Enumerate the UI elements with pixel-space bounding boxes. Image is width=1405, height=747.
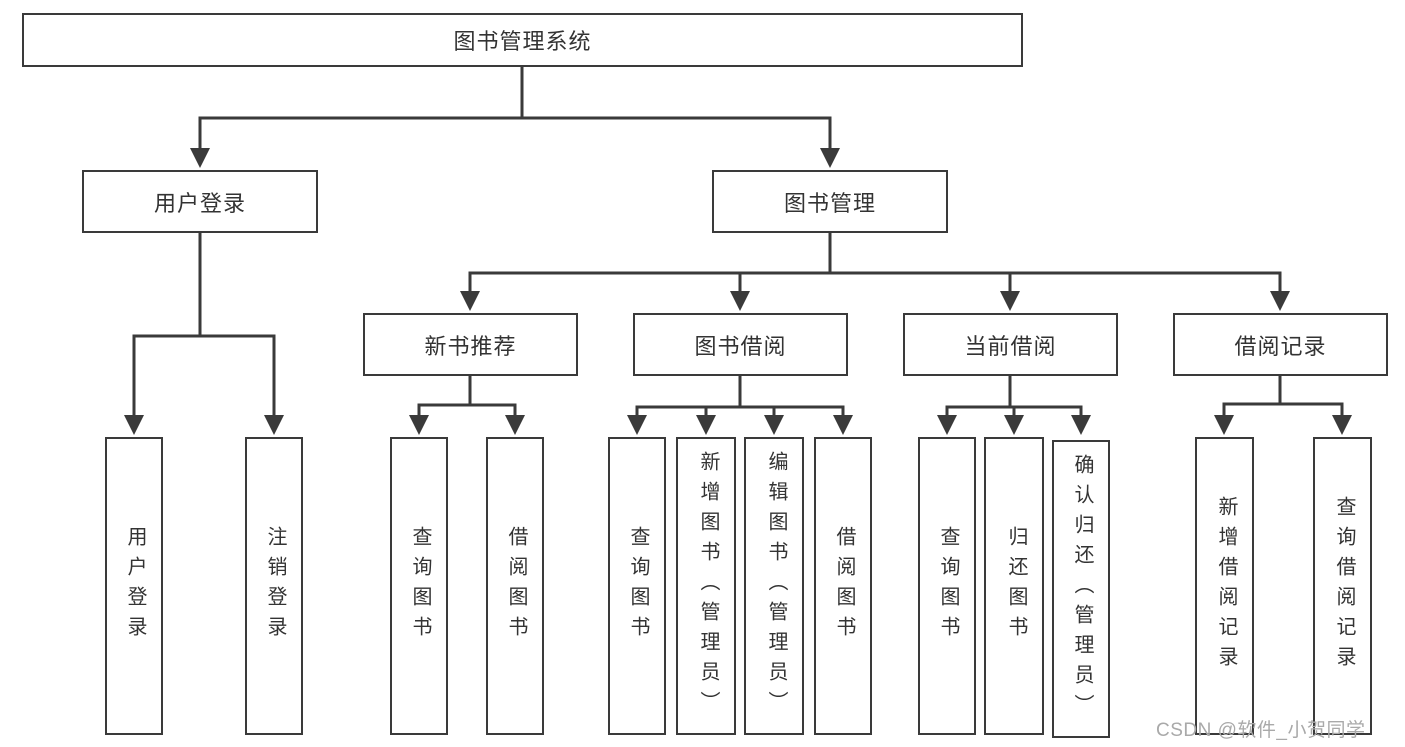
node-leaf-current-return: 归还图书: [984, 437, 1044, 735]
node-leaf-record-query: 查询借阅记录: [1313, 437, 1372, 735]
node-book-management: 图书管理: [712, 170, 948, 233]
node-leaf-current-confirm-admin: 确认归还（管理员）: [1052, 440, 1110, 738]
node-leaf-current-query: 查询图书: [918, 437, 976, 735]
node-leaf-newbook-borrow: 借阅图书: [486, 437, 544, 735]
connector-current-borrow-children: [937, 374, 1091, 435]
node-leaf-logout: 注销登录: [245, 437, 303, 735]
connector-book-mgmt-children: [460, 231, 1290, 311]
node-leaf-borrow-query: 查询图书: [608, 437, 666, 735]
connector-borrow-record-children: [1214, 374, 1352, 435]
node-book-borrow: 图书借阅: [633, 313, 848, 376]
node-current-borrow: 当前借阅: [903, 313, 1118, 376]
node-leaf-user-login: 用户登录: [105, 437, 163, 735]
node-leaf-newbook-query: 查询图书: [390, 437, 448, 735]
node-user-login: 用户登录: [82, 170, 318, 233]
node-leaf-record-add: 新增借阅记录: [1195, 437, 1254, 735]
connector-book-borrow-children: [627, 374, 853, 435]
node-new-book-recommend: 新书推荐: [363, 313, 578, 376]
node-leaf-borrow-add-admin: 新增图书（管理员）: [676, 437, 736, 735]
watermark: CSDN @软件_小贺同学: [1156, 720, 1366, 741]
node-root-system: 图书管理系统: [22, 13, 1023, 67]
connector-user-login-children: [124, 231, 284, 435]
node-leaf-borrow-borrow: 借阅图书: [814, 437, 872, 735]
node-borrow-record: 借阅记录: [1173, 313, 1388, 376]
connector-root-to-level1: [190, 65, 840, 168]
connector-new-book-children: [409, 374, 525, 435]
node-leaf-borrow-edit-admin: 编辑图书（管理员）: [744, 437, 804, 735]
